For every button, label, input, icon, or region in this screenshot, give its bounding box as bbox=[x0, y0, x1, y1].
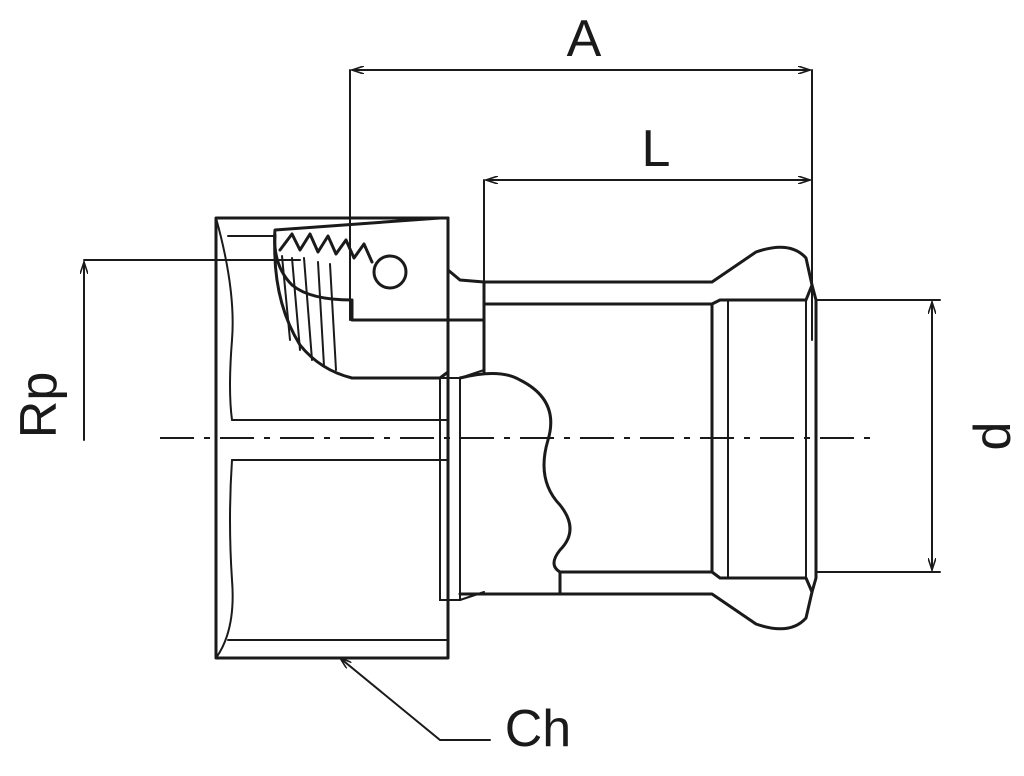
dimension-a bbox=[349, 70, 813, 341]
label-ch: Ch bbox=[505, 700, 571, 758]
dimension-l bbox=[483, 180, 811, 283]
press-sleeve bbox=[458, 245, 818, 631]
thread-section bbox=[273, 216, 486, 380]
label-a: A bbox=[567, 10, 602, 68]
leader-ch bbox=[340, 658, 491, 741]
label-rp: Rp bbox=[10, 372, 68, 438]
inner-shoulder bbox=[439, 318, 486, 601]
label-l: L bbox=[642, 120, 671, 178]
dimension-d bbox=[815, 299, 941, 573]
dimension-rp bbox=[84, 259, 301, 441]
label-d: d bbox=[964, 422, 1022, 451]
break-line bbox=[458, 372, 572, 574]
